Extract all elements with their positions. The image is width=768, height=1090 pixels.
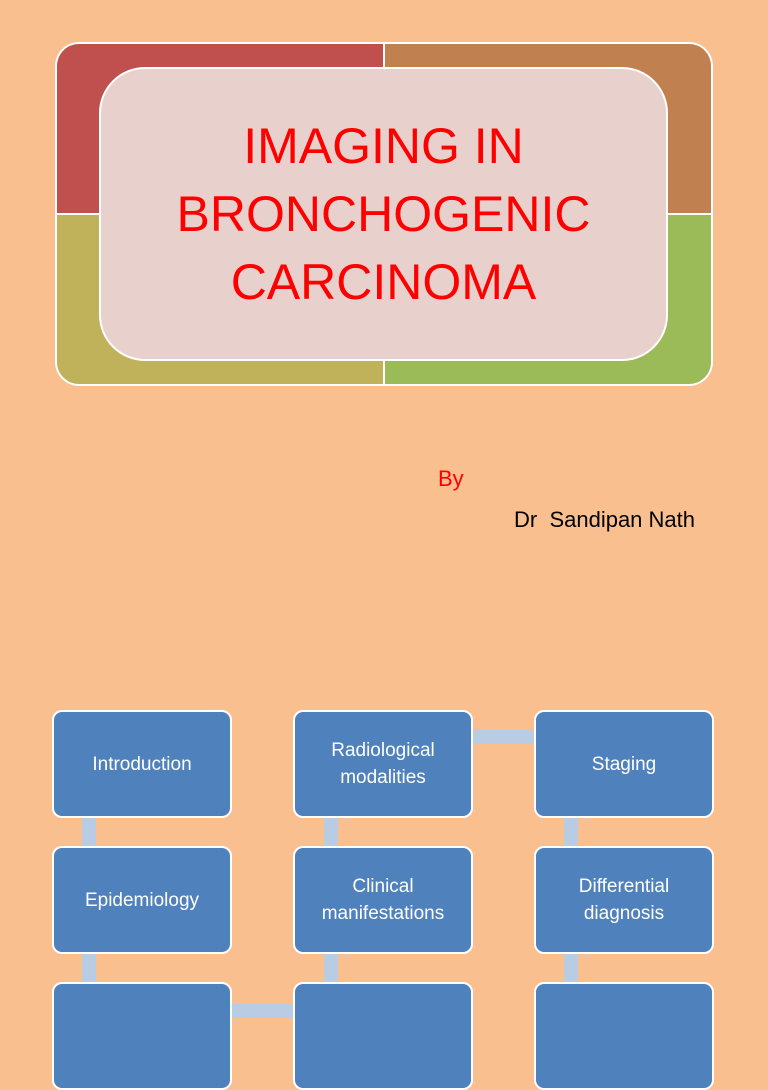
flow-step-radiological-modalities: Radiological modalities — [293, 710, 473, 818]
flow-step-bottom-middle — [293, 982, 473, 1090]
flow-step-label: Staging — [591, 753, 657, 775]
flow-step-label: Clinical manifestations — [321, 876, 445, 924]
title-box: IMAGING IN BRONCHOGENIC CARCINOMA — [101, 69, 666, 359]
flow-step-label: Radiological modalities — [331, 740, 435, 788]
by-label: By — [438, 466, 464, 491]
flow-step-introduction: Introduction — [52, 710, 232, 818]
title-line-3: CARCINOMA — [230, 254, 537, 310]
author-name: Dr Sandipan Nath — [514, 507, 695, 532]
connector-col1-2 — [82, 954, 96, 984]
flow-step-bottom-left — [52, 982, 232, 1090]
connector-col1-1 — [82, 818, 96, 848]
flow-step-bottom-right — [534, 982, 714, 1090]
connector-col3-2 — [564, 954, 578, 984]
flow-step-label: Introduction — [92, 753, 192, 775]
flow-step-label: Epidemiology — [84, 889, 200, 911]
connector-col2-2 — [324, 954, 338, 984]
flow-step-label: Differential diagnosis — [578, 876, 670, 924]
slide-title: IMAGING IN BRONCHOGENIC CARCINOMA — [177, 112, 591, 316]
connector-col3-1 — [564, 818, 578, 848]
flow-step-differential-diagnosis: Differential diagnosis — [534, 846, 714, 954]
connector-top-2-3 — [473, 730, 537, 744]
title-line-2: BRONCHOGENIC — [176, 186, 591, 242]
flow-step-staging: Staging — [534, 710, 714, 818]
connector-bottom-1-2 — [232, 1004, 296, 1018]
title-line-1: IMAGING IN — [243, 118, 524, 174]
connector-col2-1 — [324, 818, 338, 848]
flow-step-clinical-manifestations: Clinical manifestations — [293, 846, 473, 954]
flow-step-epidemiology: Epidemiology — [52, 846, 232, 954]
